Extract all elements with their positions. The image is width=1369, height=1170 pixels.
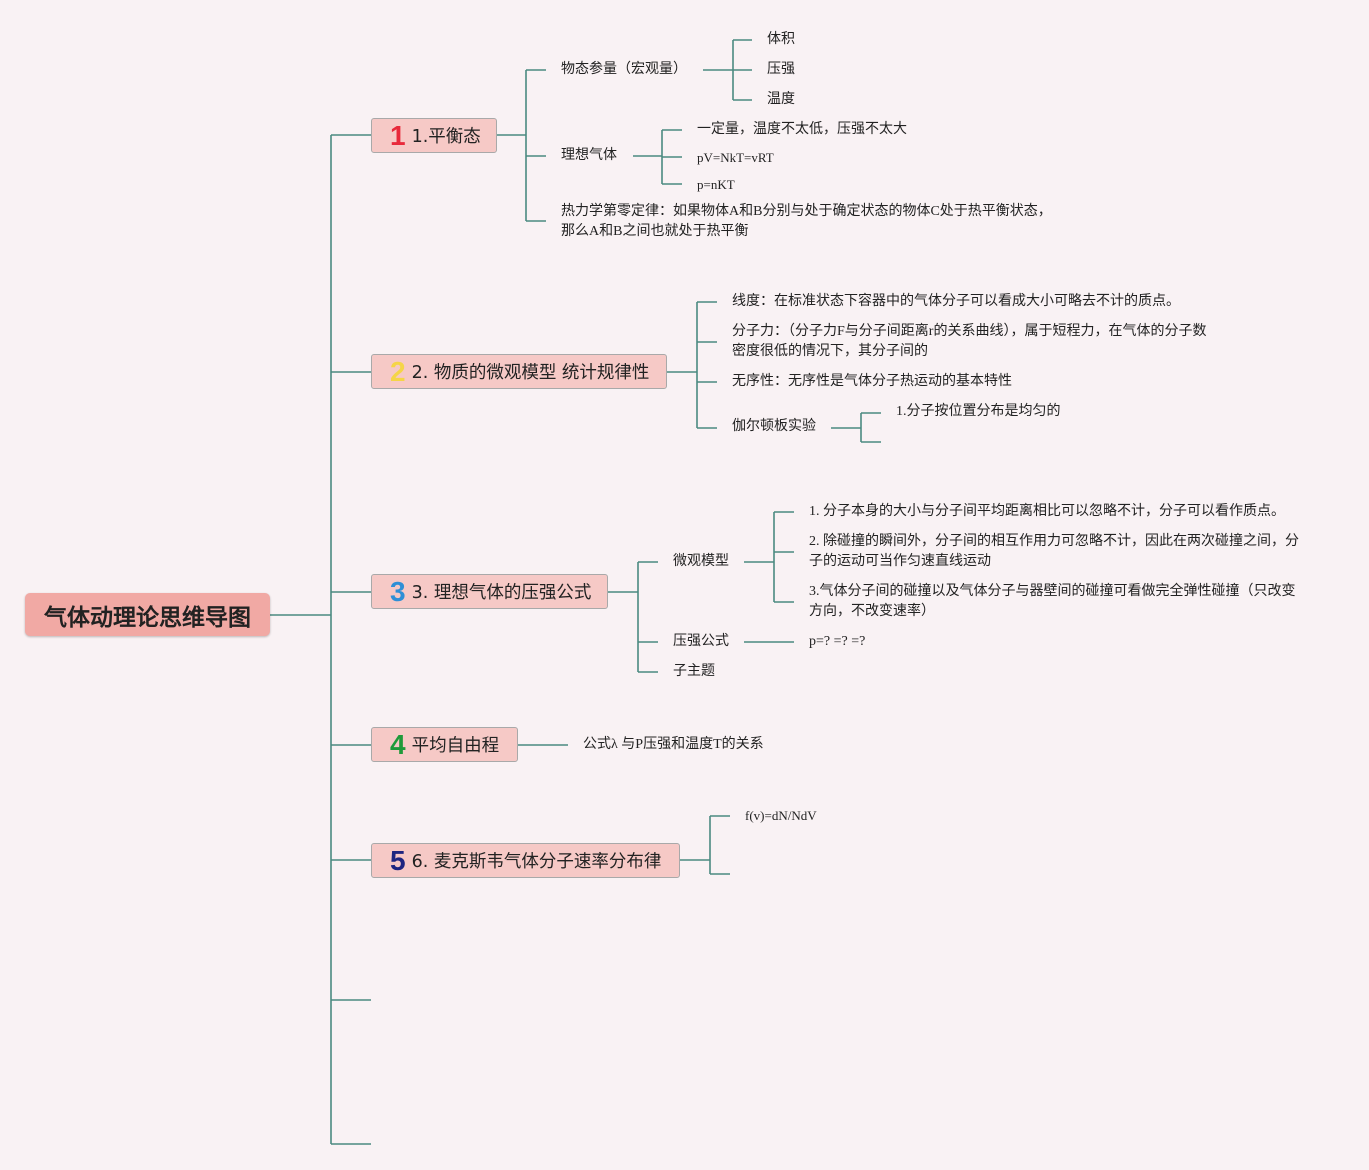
subtopic-micro-model[interactable]: 微观模型 [673, 554, 729, 569]
molecular-force-line1: 分子力：（分子力F与分子间距离r的关系曲线），属于短程力，在气体的分子数 [732, 324, 1207, 339]
subtopic-molecular-force[interactable]: 分子力：（分子力F与分子间距离r的关系曲线），属于短程力，在气体的分子数 密度很… [732, 322, 1206, 362]
leaf-uniform-distribution[interactable]: 1.分子按位置分布是均匀的 [896, 404, 1061, 419]
main-topic-3[interactable]: 3 3. 理想气体的压强公式 [371, 574, 608, 609]
root-title: 气体动理论思维导图 [44, 604, 251, 631]
subtopic-disorder[interactable]: 无序性：无序性是气体分子热运动的基本特性 [732, 374, 1012, 389]
main-topic-label: 平均自由程 [411, 736, 500, 756]
main-topic-label: 3. 理想气体的压强公式 [411, 583, 592, 603]
leaf-ideal-gas-equation[interactable]: pV=NkT=vRT [697, 150, 774, 165]
leaf-temperature[interactable]: 温度 [767, 92, 795, 107]
zeroth-law-line2: 那么A和B之间也就处于热平衡 [561, 224, 749, 239]
main-topic-1[interactable]: 1 1.平衡态 [371, 118, 497, 153]
leaf-model-point-2[interactable]: 2. 除碰撞的瞬间外，分子间的相互作用力可忽略不计，因此在两次碰撞之间，分 子的… [809, 532, 1299, 572]
leaf-pressure-formula[interactable]: p=nKT [697, 177, 735, 192]
leaf-model-point-3[interactable]: 3.气体分子间的碰撞以及气体分子与器壁间的碰撞可看做完全弹性碰撞（只改变 方向，… [809, 582, 1296, 622]
model-point-3-line1: 3.气体分子间的碰撞以及气体分子与器壁间的碰撞可看做完全弹性碰撞（只改变 [809, 584, 1296, 599]
leaf-volume[interactable]: 体积 [767, 32, 795, 47]
model-point-2-line2: 子的运动可当作匀速直线运动 [809, 554, 991, 569]
number-icon-1: 1 [390, 119, 406, 151]
number-icon-2: 2 [390, 355, 406, 387]
number-icon-4: 4 [390, 728, 406, 760]
leaf-pressure[interactable]: 压强 [767, 62, 795, 77]
number-icon-5: 5 [390, 844, 406, 876]
subtopic-placeholder[interactable]: 子主题 [673, 664, 715, 679]
subtopic-pressure-formula[interactable]: 压强公式 [673, 634, 729, 649]
main-topic-4[interactable]: 4 平均自由程 [371, 727, 518, 762]
model-point-3-line2: 方向，不改变速率） [809, 604, 935, 619]
subtopic-mean-free-path-relation[interactable]: 公式λ 与P压强和温度T的关系 [583, 737, 764, 752]
main-topic-label: 6. 麦克斯韦气体分子速率分布律 [411, 852, 662, 872]
molecular-force-line2: 密度很低的情况下，其分子间的 [732, 344, 928, 359]
subtopic-size[interactable]: 线度：在标准状态下容器中的气体分子可以看成大小可略去不计的质点。 [732, 294, 1180, 309]
subtopic-zeroth-law[interactable]: 热力学第零定律：如果物体A和B分别与处于确定状态的物体C处于热平衡状态， 那么A… [561, 202, 1052, 242]
subtopic-galton-board[interactable]: 伽尔顿板实验 [732, 419, 816, 434]
main-topic-2[interactable]: 2 2. 物质的微观模型 统计规律性 [371, 354, 667, 389]
root-topic[interactable]: 气体动理论思维导图 [25, 593, 270, 636]
leaf-ideal-gas-condition[interactable]: 一定量，温度不太低，压强不太大 [697, 122, 907, 137]
subtopic-state-params[interactable]: 物态参量（宏观量） [561, 62, 687, 77]
zeroth-law-line1: 热力学第零定律：如果物体A和B分别与处于确定状态的物体C处于热平衡状态， [561, 204, 1052, 219]
main-topic-label: 2. 物质的微观模型 统计规律性 [411, 363, 650, 383]
leaf-maxwell-distribution[interactable]: f(v)=dN/NdV [745, 808, 817, 823]
number-icon-3: 3 [390, 575, 406, 607]
leaf-model-point-1[interactable]: 1. 分子本身的大小与分子间平均距离相比可以忽略不计，分子可以看作质点。 [809, 504, 1285, 519]
leaf-pressure-expression[interactable]: p=? =? =? [809, 634, 866, 649]
main-topic-5[interactable]: 5 6. 麦克斯韦气体分子速率分布律 [371, 843, 680, 878]
subtopic-ideal-gas[interactable]: 理想气体 [561, 148, 617, 163]
model-point-2-line1: 2. 除碰撞的瞬间外，分子间的相互作用力可忽略不计，因此在两次碰撞之间，分 [809, 534, 1299, 549]
main-topic-label: 1.平衡态 [411, 127, 481, 147]
